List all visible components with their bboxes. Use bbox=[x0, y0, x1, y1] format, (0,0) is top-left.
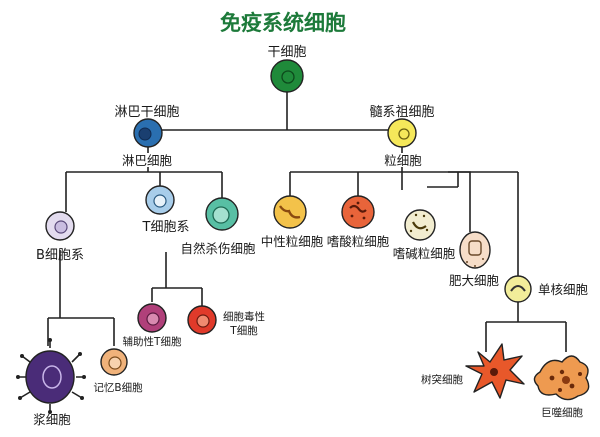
myeloid-progenitor-icon bbox=[387, 118, 417, 148]
b-cell-line-label: B细胞系 bbox=[36, 248, 84, 263]
lymphocyte-label: 淋巴细胞 bbox=[122, 153, 173, 168]
stem-cell-label: 干细胞 bbox=[267, 45, 306, 60]
monocyte-icon bbox=[504, 275, 532, 303]
lymphoid-stem-cell-label: 淋巴干细胞 bbox=[114, 105, 179, 120]
granulocyte-label-bg bbox=[383, 153, 423, 167]
helper-t-cell-label: 辅助性T细胞 bbox=[123, 335, 182, 348]
myeloid-progenitor-label: 髓系祖细胞 bbox=[369, 105, 434, 120]
nk-cell-label: 自然杀伤细胞 bbox=[180, 241, 256, 256]
t-cell-line-icon bbox=[145, 185, 175, 215]
cytotoxic-t-cell-label-line2: T细胞 bbox=[229, 324, 258, 337]
neutrophil-icon bbox=[273, 195, 307, 229]
plasma-cell-icon bbox=[16, 338, 86, 414]
lymphoid-stem-cell-icon bbox=[133, 118, 163, 148]
memory-b-cell-label: 记忆B细胞 bbox=[93, 381, 143, 394]
b-cell-line-icon bbox=[45, 211, 75, 241]
macrophage-label: 巨噬细胞 bbox=[541, 406, 583, 419]
diagram-title: 免疫系统细胞 bbox=[220, 11, 346, 35]
stem-cell-icon bbox=[270, 59, 304, 93]
memory-b-cell-icon bbox=[100, 348, 128, 376]
eosinophil-icon bbox=[341, 195, 375, 229]
t-cell-line-label: T细胞系 bbox=[142, 220, 190, 235]
mast-cell-icon bbox=[459, 231, 491, 269]
basophil-icon bbox=[404, 209, 436, 241]
granulocyte-label: 粒细胞 bbox=[384, 153, 422, 168]
basophil-label: 嗜碱粒细胞 bbox=[393, 246, 456, 261]
eosinophil-label: 嗜酸粒细胞 bbox=[327, 234, 390, 249]
helper-t-cell-icon bbox=[137, 303, 167, 333]
plasma-cell-label: 浆细胞 bbox=[33, 412, 71, 427]
cytotoxic-t-cell-icon bbox=[187, 305, 217, 335]
cytotoxic-t-cell-label-line1: 细胞毒性 bbox=[223, 310, 265, 323]
macrophage-icon bbox=[533, 355, 590, 401]
monocyte-label: 单核细胞 bbox=[538, 282, 589, 297]
neutrophil-label: 中性粒细胞 bbox=[261, 234, 324, 249]
nk-cell-icon bbox=[205, 197, 239, 231]
dendritic-cell-label: 树突细胞 bbox=[421, 373, 463, 386]
lymphocyte-label-bg bbox=[118, 153, 176, 167]
mast-cell-label: 肥大细胞 bbox=[449, 273, 500, 288]
dendritic-cell-icon bbox=[465, 343, 525, 399]
connector-lines bbox=[47, 92, 567, 352]
